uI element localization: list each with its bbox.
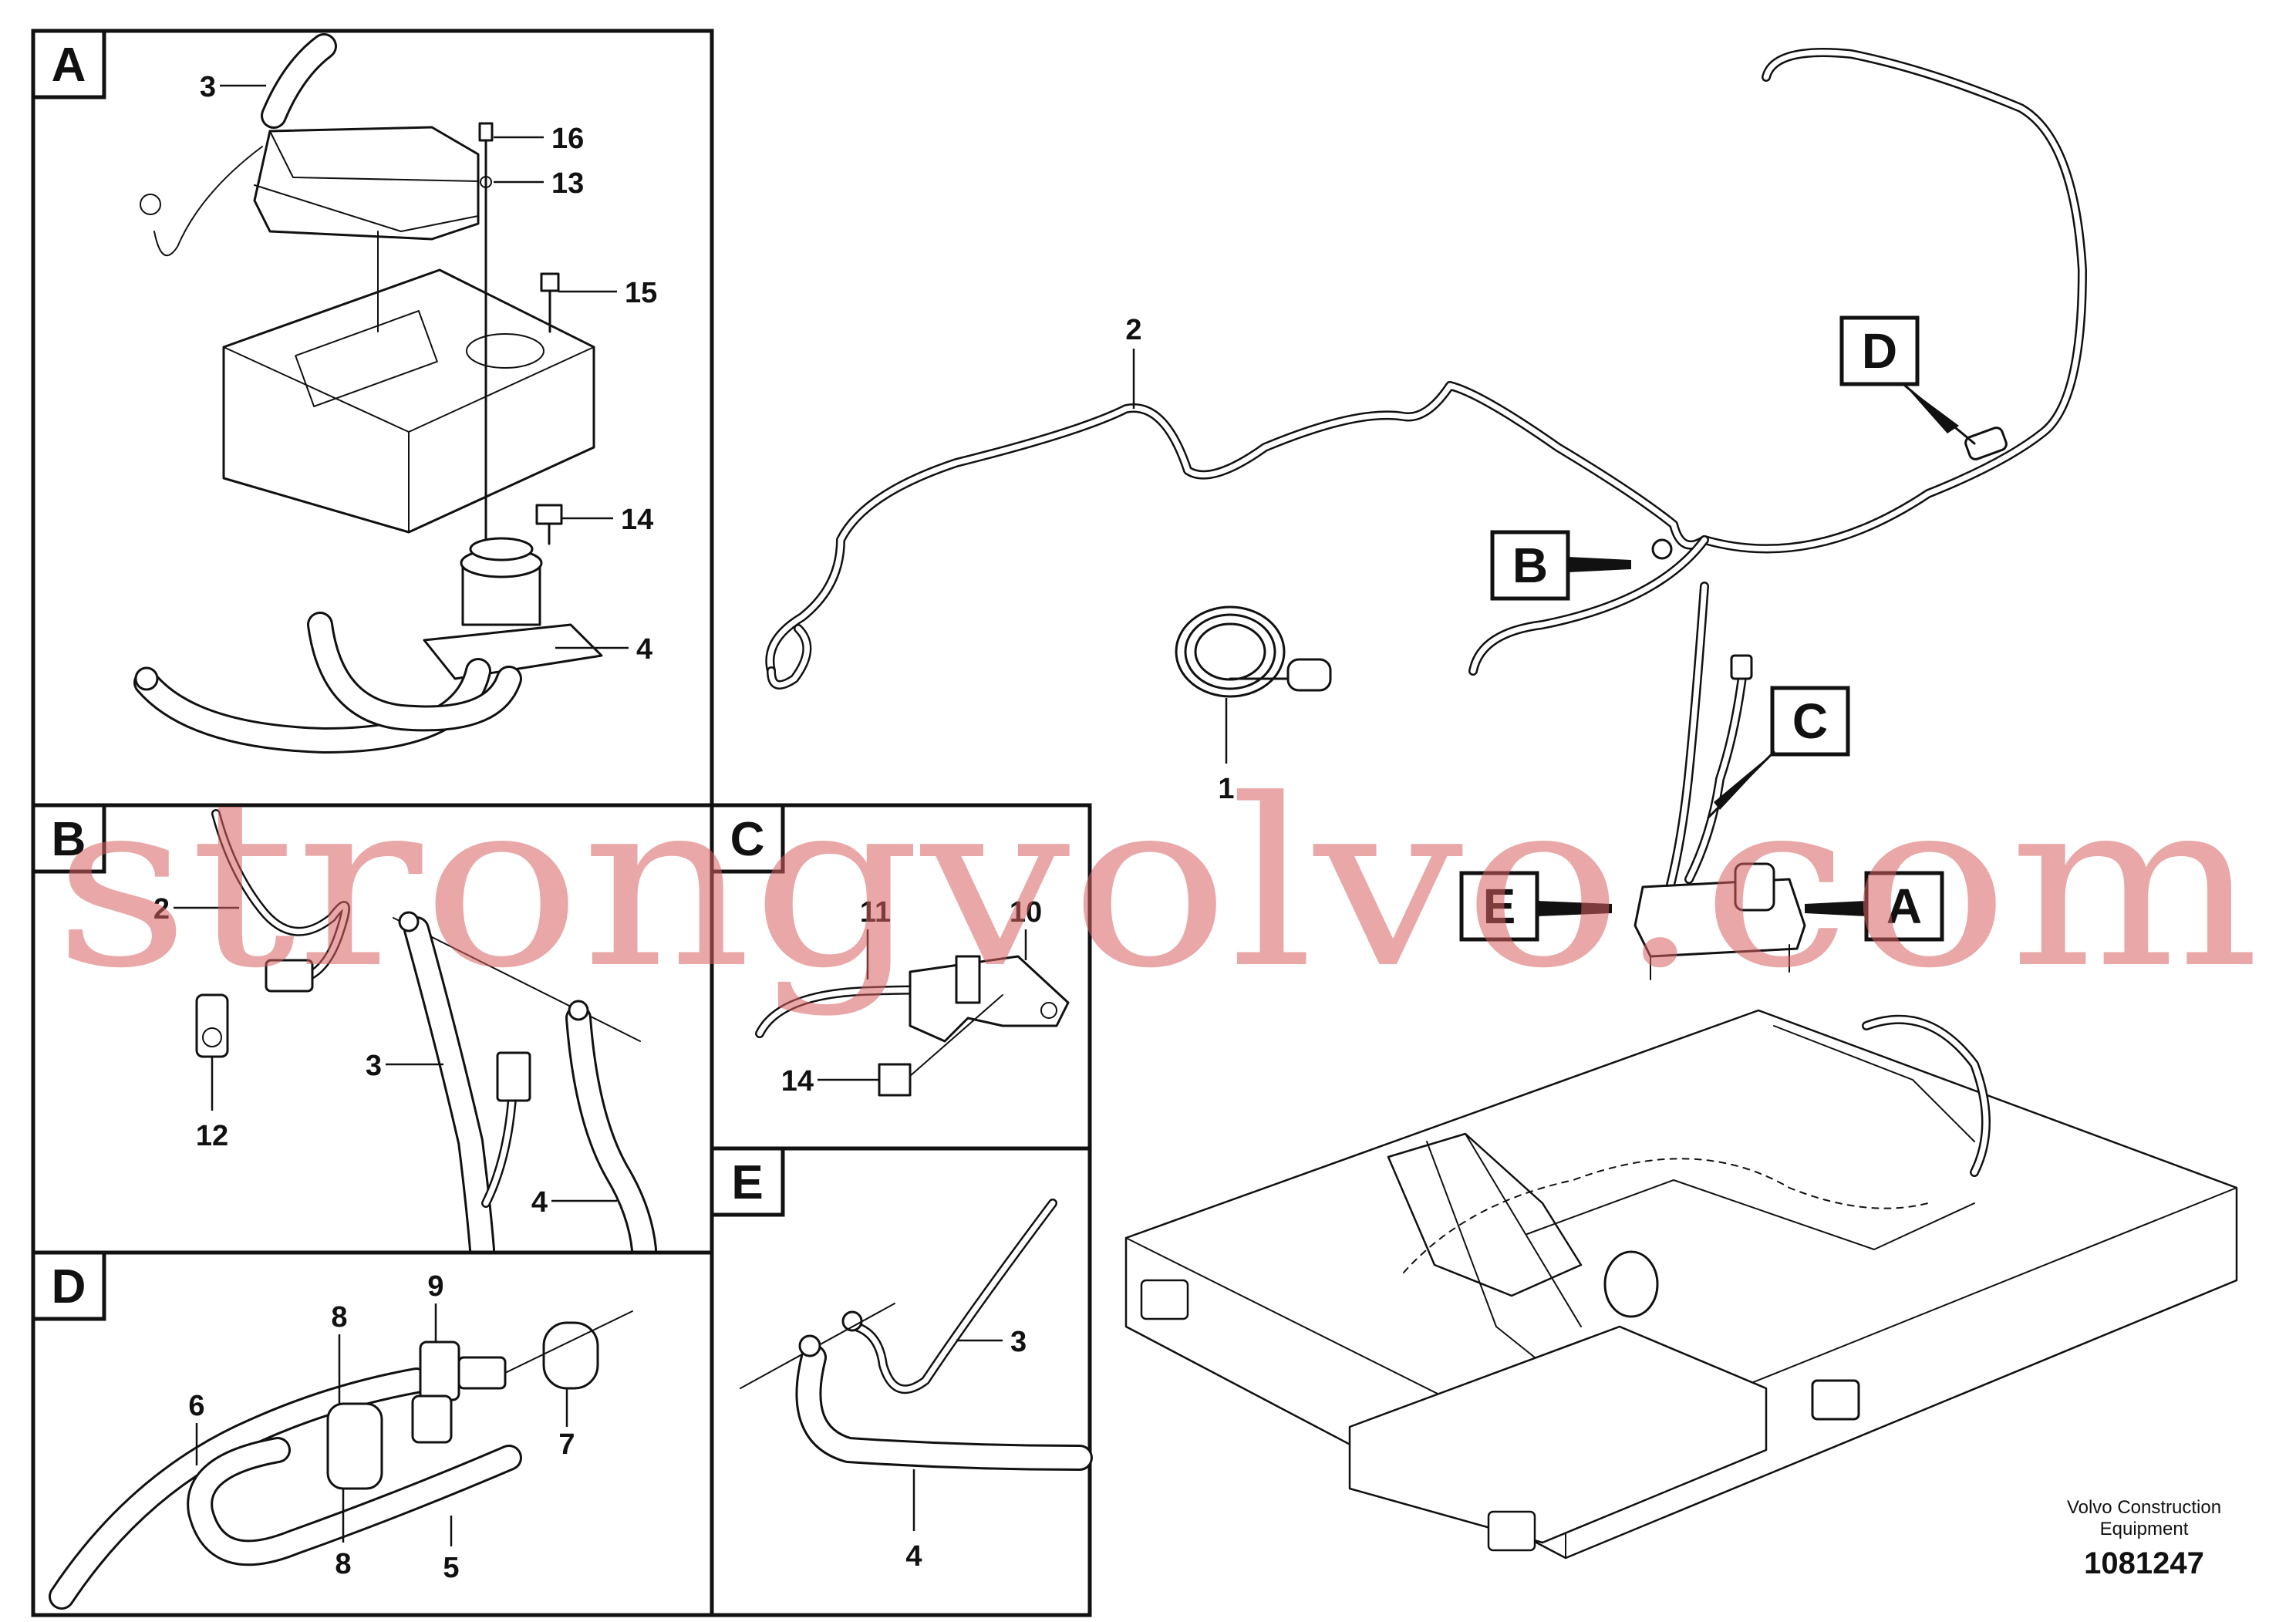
svg-text:3: 3 [366, 1050, 382, 1082]
svg-text:D: D [1862, 323, 1897, 379]
connector-b2 [496, 1051, 531, 1102]
cable-coil-1 [1175, 605, 1332, 698]
svg-text:3: 3 [1010, 1326, 1027, 1358]
svg-text:B: B [1512, 538, 1548, 593]
svg-text:14: 14 [781, 1065, 814, 1098]
svg-text:16: 16 [551, 123, 584, 155]
panel-b-badge: B [31, 803, 106, 874]
svg-text:10: 10 [1010, 896, 1042, 929]
panel-a-badge: A [31, 29, 106, 99]
mounting-bracket [222, 268, 595, 534]
callout-a: A [1805, 871, 1944, 942]
detail-panel-a: A [31, 29, 714, 808]
footer-company-line2: Equipment [2100, 1519, 2189, 1539]
svg-text:3: 3 [200, 71, 216, 103]
clamp-10 [909, 955, 1070, 1043]
clip-8 [326, 1402, 383, 1490]
svg-text:11: 11 [860, 896, 891, 929]
callout-c: C [1707, 686, 1850, 819]
panel-e-badge: E [710, 1146, 785, 1217]
svg-text:7: 7 [558, 1428, 575, 1461]
main-assembly: 1 2 [765, 48, 2238, 1560]
watermark: strongvolvo.com [54, 750, 2260, 1019]
footer-company-line1: Volvo Construction [2067, 1497, 2221, 1518]
svg-text:6: 6 [188, 1390, 204, 1422]
callout-e: E [1459, 871, 1612, 942]
detail-panel-c: C 11 10 14 [710, 803, 1092, 1151]
svg-text:15: 15 [625, 277, 657, 309]
svg-text:9: 9 [427, 1270, 443, 1303]
bolt-c14 [878, 1063, 912, 1097]
connector-9 [419, 1340, 460, 1401]
bolt-15 [540, 272, 560, 292]
svg-text:1: 1 [1218, 773, 1234, 805]
svg-text:B: B [52, 813, 86, 866]
seal-7 [542, 1321, 599, 1390]
svg-text:E: E [731, 1156, 763, 1209]
bolt-14 [535, 504, 563, 525]
detail-panel-e: E 3 4 [710, 1146, 1093, 1617]
svg-text:5: 5 [443, 1552, 459, 1584]
svg-text:8: 8 [335, 1548, 351, 1580]
svg-text:2: 2 [1125, 314, 1141, 346]
svg-text:4: 4 [905, 1540, 922, 1573]
swivel-ring [1603, 1250, 1659, 1318]
svg-text:A: A [1886, 878, 1922, 934]
callout-b: B [1490, 530, 1631, 601]
svg-text:C: C [1792, 693, 1828, 749]
svg-text:C: C [730, 813, 765, 866]
panel-d-badge: D [31, 1250, 106, 1321]
drawing-number: 1081247 [2084, 1546, 2204, 1580]
detail-panel-d: D 8 9 6 7 8 5 [31, 1250, 714, 1617]
control-box [253, 126, 480, 241]
svg-text:14: 14 [621, 504, 653, 536]
detail-panel-b: B 2 12 3 4 [31, 803, 714, 1263]
svg-text:4: 4 [531, 1186, 548, 1219]
drawing-footer: Volvo Construction Equipment 1081247 [2067, 1497, 2221, 1580]
svg-text:E: E [1483, 878, 1516, 934]
panel-c-badge: C [710, 803, 785, 874]
svg-text:4: 4 [636, 633, 652, 666]
machine-frame [1124, 1009, 2238, 1560]
callout-d: D [1839, 315, 1976, 445]
svg-text:12: 12 [196, 1120, 228, 1152]
svg-text:A: A [52, 39, 86, 92]
svg-text:13: 13 [551, 167, 584, 200]
connector-b [265, 959, 314, 993]
svg-text:8: 8 [331, 1301, 347, 1334]
svg-text:D: D [52, 1260, 86, 1313]
svg-text:2: 2 [153, 893, 170, 926]
